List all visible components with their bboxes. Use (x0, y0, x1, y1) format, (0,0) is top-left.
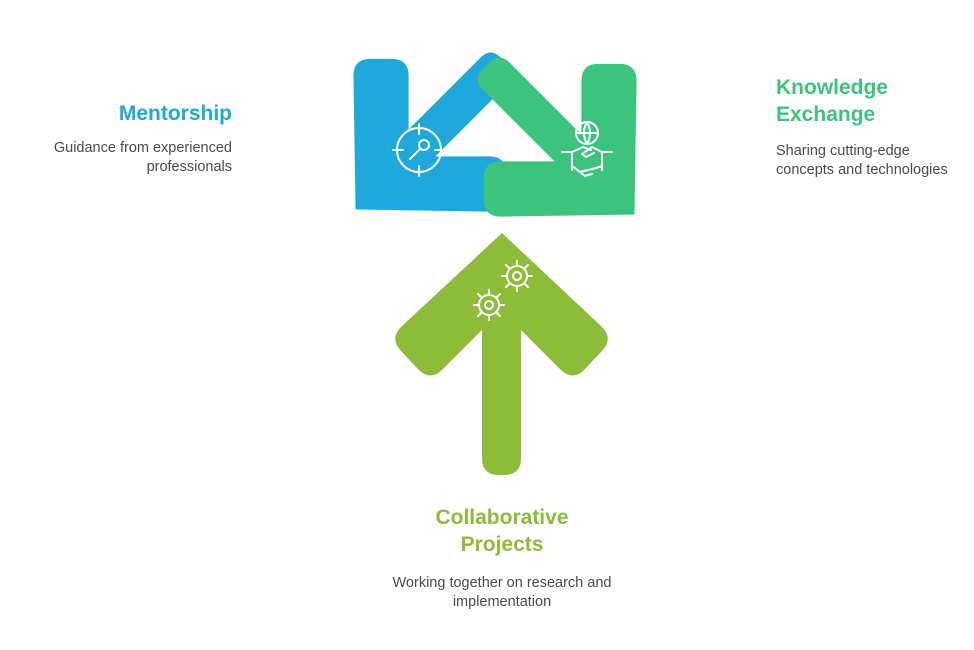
mentorship-arrow-shape (353, 52, 513, 212)
collab-arrow (395, 233, 608, 475)
collab-title-line2: Projects (460, 533, 544, 556)
mentorship-description: Guidance from experienced professionals (53, 140, 232, 175)
knowledge-title-line1: Knowledge (776, 76, 889, 99)
collab-arrow-shape (395, 233, 608, 475)
collab-label-block: Collaborative Projects Working together … (380, 504, 624, 612)
mentorship-title: Mentorship (118, 102, 232, 125)
knowledge-title: Knowledge Exchange (776, 74, 956, 128)
handshake-globe-icon (561, 121, 613, 177)
target-icon (392, 123, 446, 177)
knowledge-arrow (477, 57, 637, 217)
collab-title: Collaborative Projects (380, 504, 624, 558)
knowledge-label-block: Knowledge Exchange Sharing cutting-edge … (776, 74, 956, 180)
knowledge-arrow-shape (477, 57, 637, 217)
collab-description: Working together on research and impleme… (392, 575, 612, 610)
knowledge-description: Sharing cutting-edge concepts and techno… (776, 143, 948, 178)
mentorship-arrow (353, 52, 513, 212)
gears-icon (473, 260, 533, 321)
mentorship-label-block: Mentorship Guidance from experienced pro… (20, 100, 232, 177)
knowledge-title-line2: Exchange (776, 103, 876, 126)
collab-title-line1: Collaborative (435, 506, 569, 529)
